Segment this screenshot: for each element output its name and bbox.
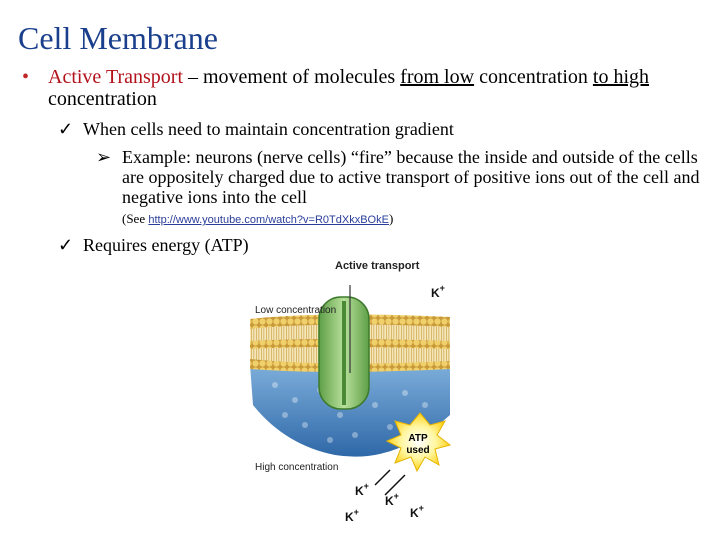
low-concentration-label: Low concentration	[255, 305, 336, 316]
figure-title: Active transport	[335, 260, 420, 272]
svg-text:ATP: ATP	[408, 433, 428, 444]
example-text: Example: neurons (nerve cells) “fire” be…	[122, 147, 700, 207]
to-high-text: to high	[592, 66, 650, 88]
check-icon: ✓	[58, 235, 74, 255]
atp-burst-icon: ATP used	[385, 412, 452, 473]
youtube-link[interactable]: http://www.youtube.com/watch?v=R0TdXkxBO…	[148, 214, 389, 226]
arrow-bullet-icon: ➢	[96, 147, 112, 167]
high-concentration-label: High concentration	[255, 462, 338, 473]
svg-text:K+: K+	[385, 491, 399, 508]
transport-protein	[318, 296, 370, 410]
bullet-dot: •	[22, 66, 30, 88]
slide-title: Cell Membrane	[18, 20, 218, 56]
potassium-ions: K+ K+ K+ K+ K+	[345, 283, 445, 524]
active-transport-term: Active Transport	[48, 66, 183, 88]
svg-text:used: used	[406, 445, 429, 456]
svg-text:K+: K+	[410, 503, 424, 520]
cytoplasm-texture	[272, 382, 428, 443]
svg-text:K+: K+	[345, 507, 359, 524]
active-transport-figure: ATP used Active transport Low concentrat…	[250, 260, 452, 524]
svg-text:K+: K+	[431, 283, 445, 300]
ion-arrows	[349, 285, 406, 496]
check-icon: ✓	[58, 119, 74, 139]
main-bullet-text: Active Transport – movement of molecules…	[48, 66, 650, 110]
from-low-text: from low	[400, 66, 475, 88]
svg-text:K+: K+	[355, 481, 369, 498]
